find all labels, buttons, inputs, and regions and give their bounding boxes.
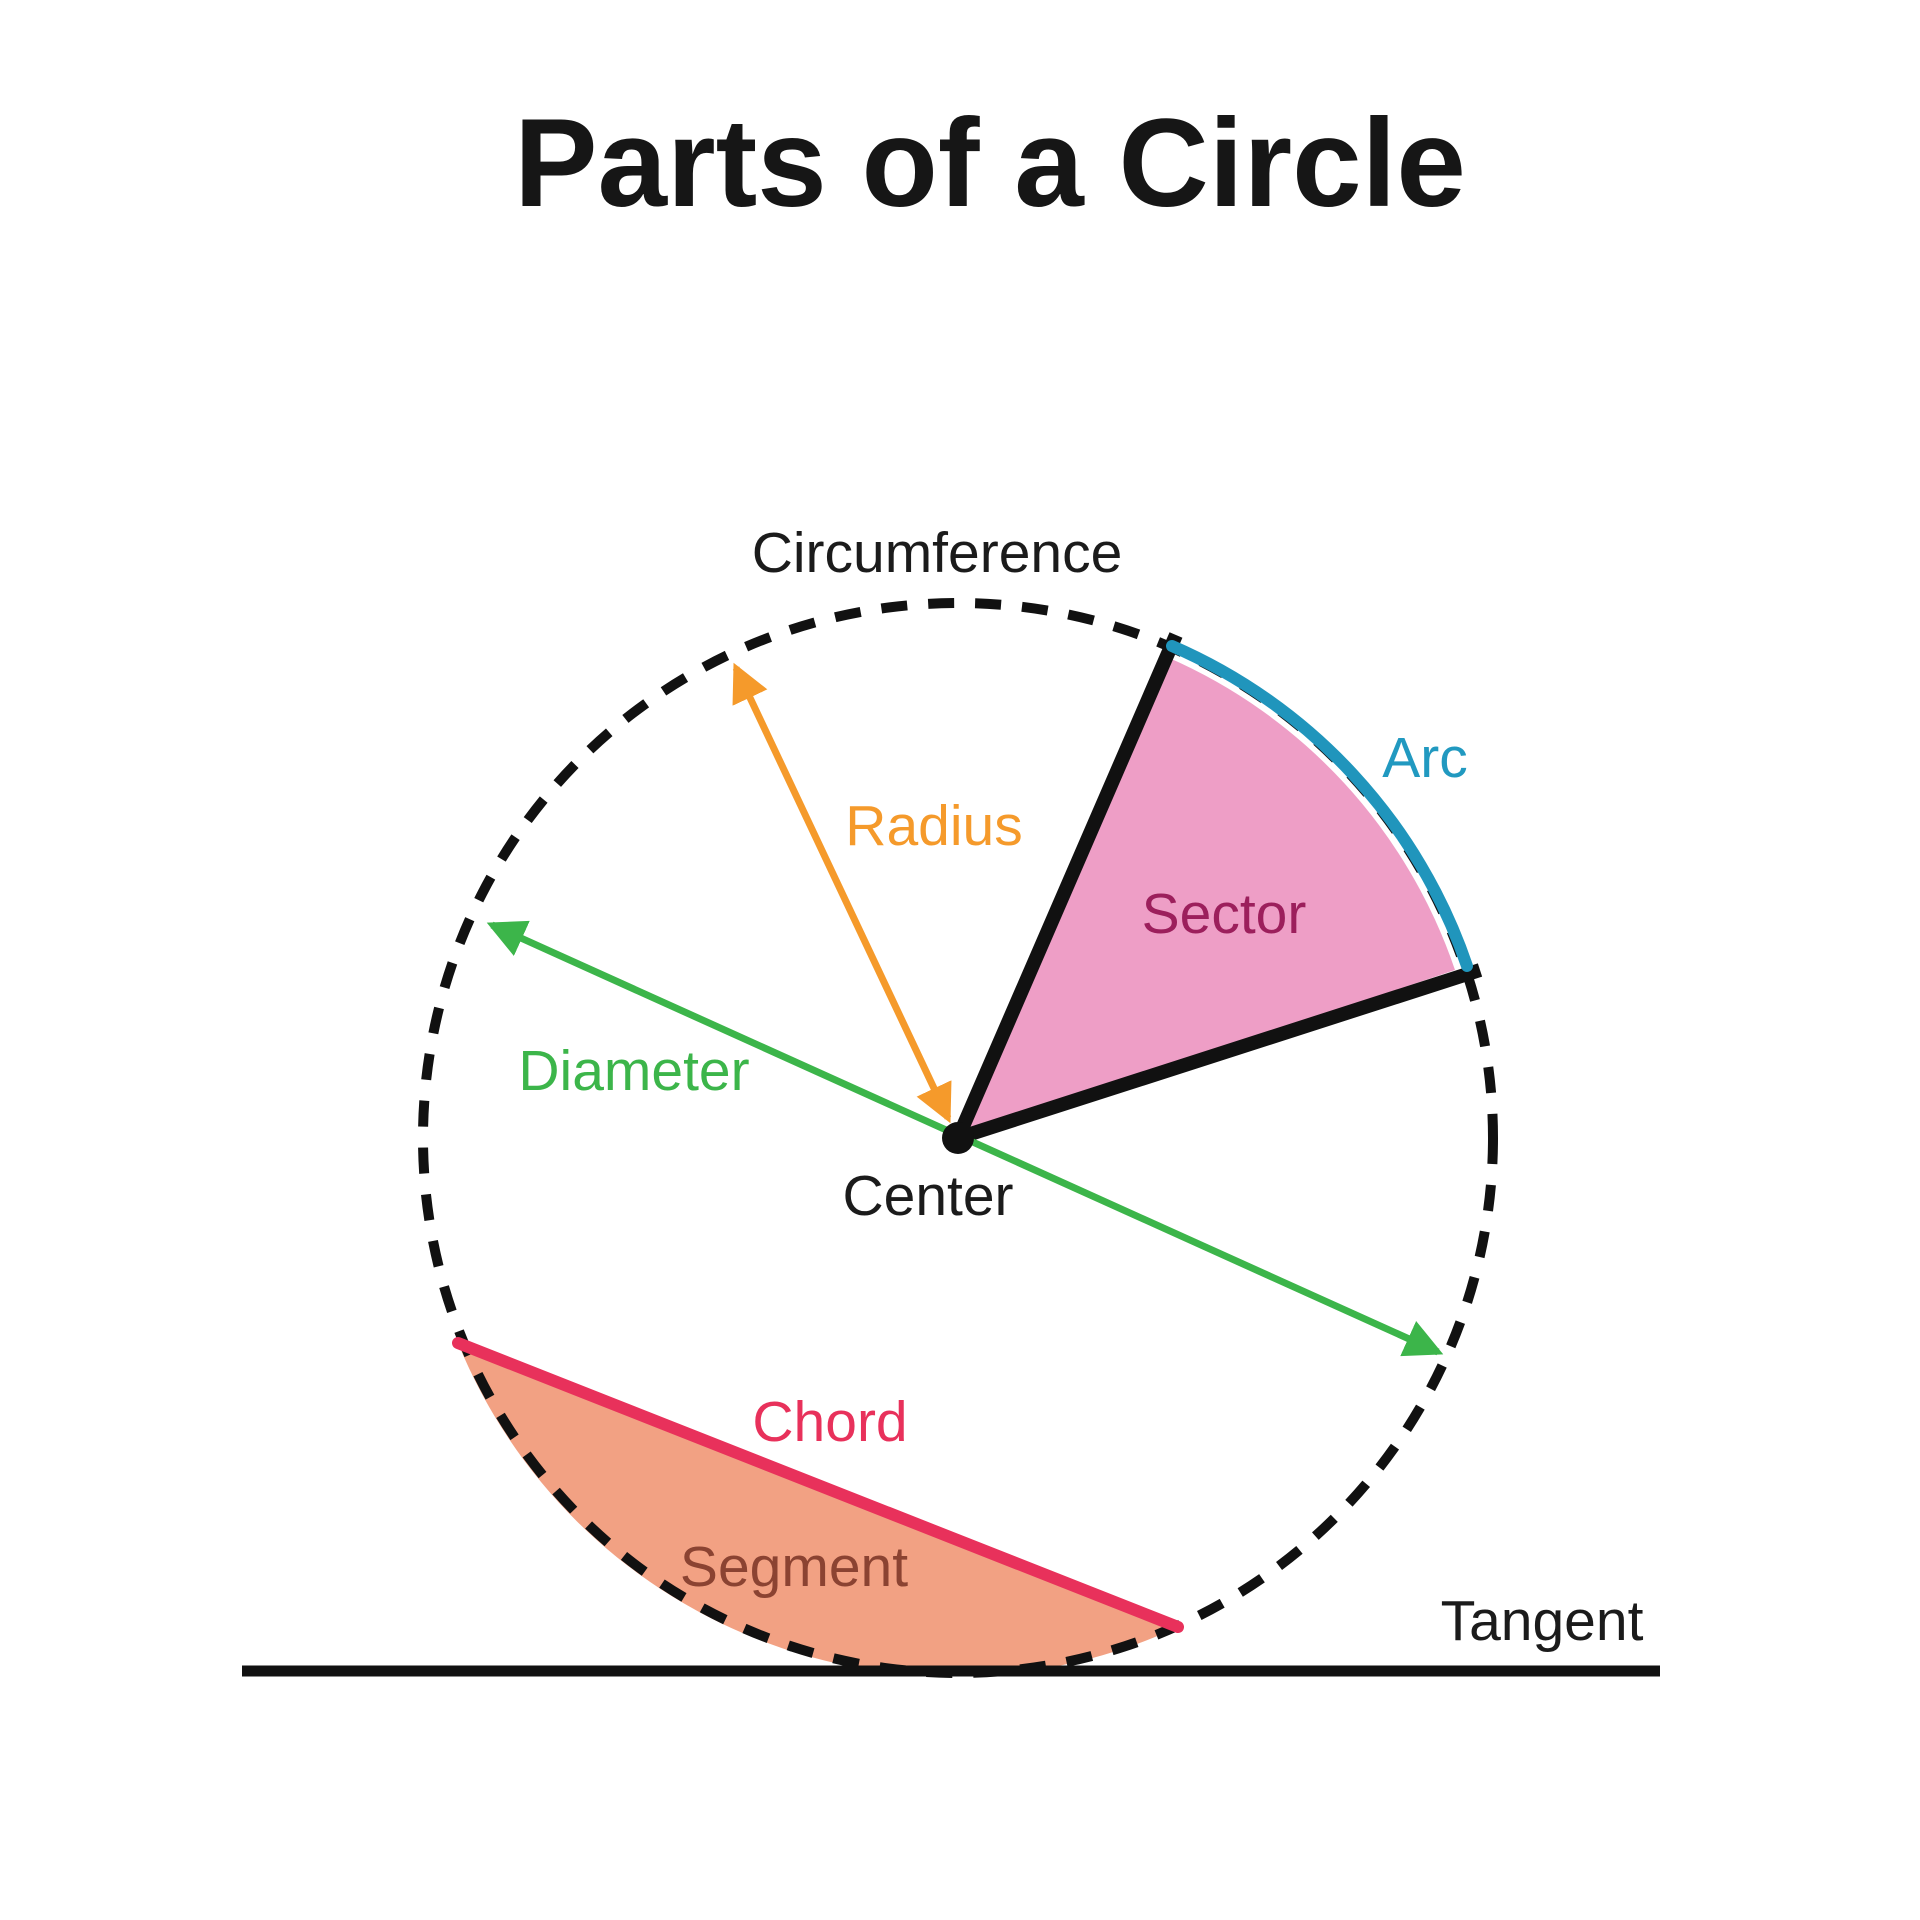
arc-highlight bbox=[1166, 640, 1473, 972]
segment-fill bbox=[458, 1343, 1178, 1677]
chord-line bbox=[452, 1337, 1184, 1633]
label-center: Center bbox=[842, 1164, 1013, 1228]
label-diameter: Diameter bbox=[518, 1039, 749, 1103]
label-circumference: Circumference bbox=[752, 521, 1123, 585]
radius-arrow bbox=[732, 662, 952, 1124]
page-title: Parts of a Circle bbox=[514, 94, 1466, 233]
label-arc: Arc bbox=[1382, 726, 1468, 790]
circumference-dashed-circle bbox=[418, 598, 1498, 1678]
label-segment: Segment bbox=[680, 1535, 908, 1599]
center-dot bbox=[942, 1122, 974, 1154]
label-chord: Chord bbox=[752, 1390, 907, 1454]
label-radius: Radius bbox=[845, 794, 1022, 858]
label-tangent: Tangent bbox=[1441, 1589, 1644, 1653]
label-sector: Sector bbox=[1142, 882, 1307, 946]
